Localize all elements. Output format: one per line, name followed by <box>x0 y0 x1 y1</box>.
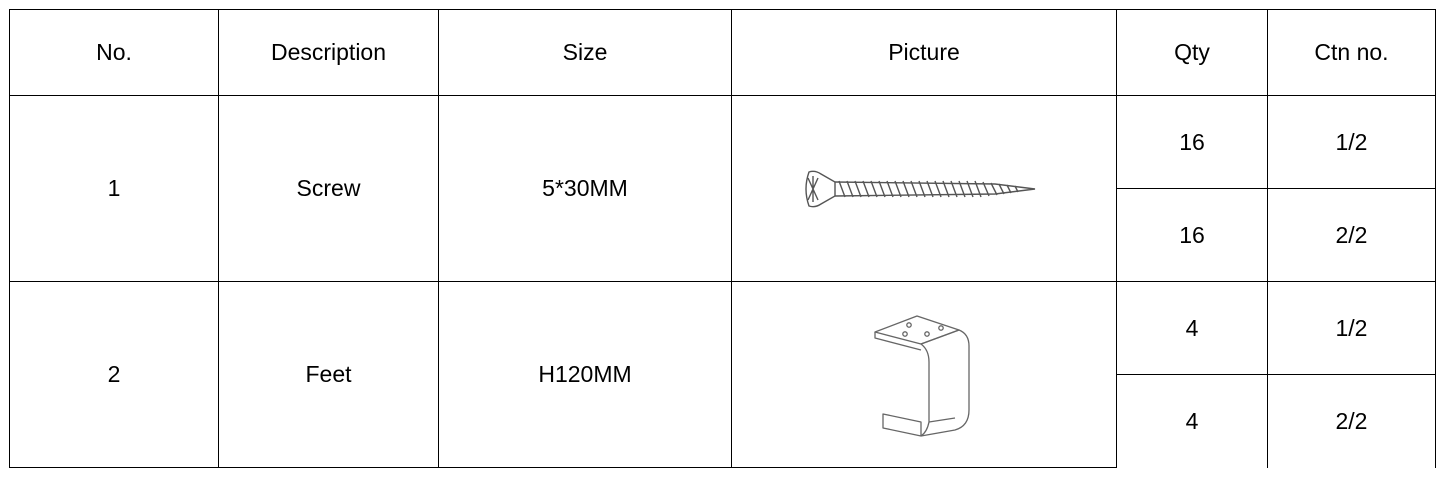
table-row: 2 Feet H120MM 4 1/2 <box>9 281 1436 468</box>
parts-table: No. Description Size Picture Qty Ctn no.… <box>9 9 1436 468</box>
cell-ctn-no: 1/2 <box>1267 95 1436 189</box>
bracket-foot-icon <box>874 314 970 437</box>
cell-no: 2 <box>9 281 219 468</box>
cell-qty: 4 <box>1116 374 1268 468</box>
cell-ctn-no: 1/2 <box>1267 281 1436 375</box>
header-ctn-no: Ctn no. <box>1267 9 1436 96</box>
header-qty: Qty <box>1116 9 1268 96</box>
cell-size: 5*30MM <box>438 95 732 282</box>
header-description: Description <box>218 9 439 96</box>
header-picture: Picture <box>731 9 1117 96</box>
table-row: 4 2/2 <box>10 374 1436 468</box>
cell-ctn-no: 2/2 <box>1267 188 1436 282</box>
cell-qty: 16 <box>1116 95 1268 189</box>
cell-size: H120MM <box>438 281 732 468</box>
table-row: 1 Screw 5*30MM 16 1/2 <box>9 95 1436 282</box>
cell-picture <box>731 281 1117 468</box>
cell-no: 1 <box>9 95 219 282</box>
cell-ctn-no: 2/2 <box>1267 374 1436 468</box>
header-no: No. <box>9 9 219 96</box>
cell-description: Screw <box>218 95 439 282</box>
cell-description: Feet <box>218 281 439 468</box>
header-row: No. Description Size Picture Qty Ctn no. <box>9 9 1436 96</box>
cell-picture <box>731 95 1117 282</box>
screw-icon <box>805 170 1036 207</box>
cell-qty: 4 <box>1116 281 1268 375</box>
table-row: 16 2/2 <box>10 188 1436 282</box>
header-size: Size <box>438 9 732 96</box>
cell-qty: 16 <box>1116 188 1268 282</box>
